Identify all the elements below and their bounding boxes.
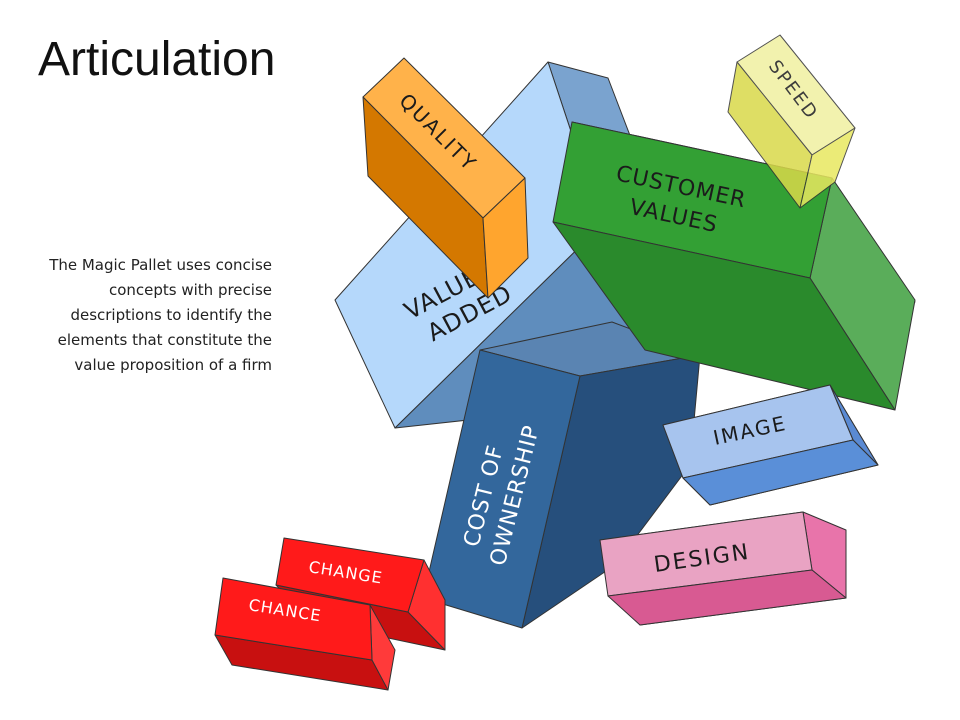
block-quality: QUALITY [362, 57, 529, 299]
block-customer-values: CUSTOMER VALUES [552, 121, 916, 411]
block-image: IMAGE [662, 384, 879, 506]
block-chance: CHANCE [214, 577, 396, 691]
slide-title: Articulation [38, 33, 276, 86]
block-speed: SPEED [727, 34, 856, 209]
block-design: DESIGN [599, 511, 847, 626]
block-cost-of-ownership: COST OF OWNERSHIP [422, 321, 701, 629]
description-text: The Magic Pallet uses concise concepts w… [49, 256, 272, 374]
